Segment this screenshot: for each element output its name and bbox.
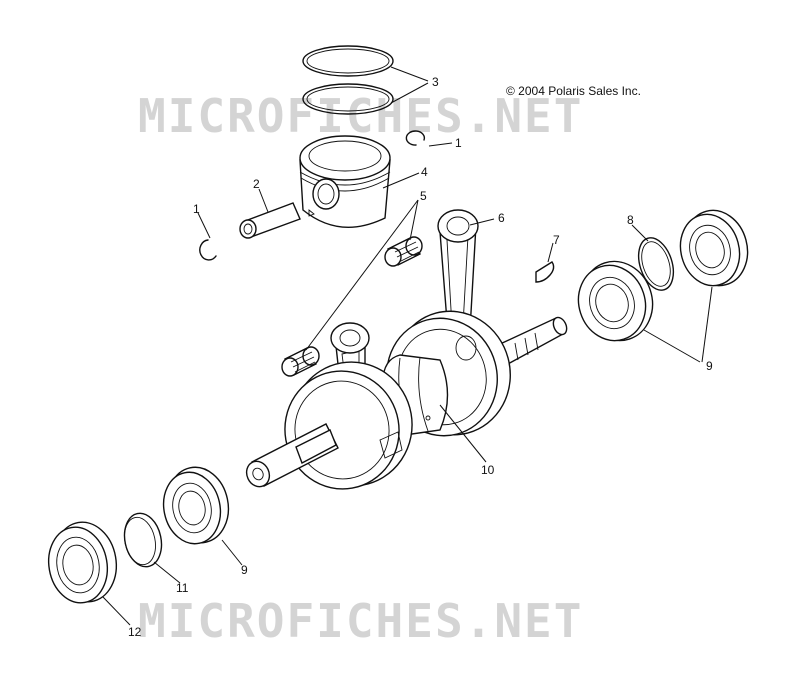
callout-8: 8 [627, 213, 634, 227]
main-bearing-right-inner [577, 260, 654, 342]
circlip-left [199, 239, 217, 261]
circlip-right [405, 130, 426, 146]
callout-2: 2 [253, 177, 260, 191]
piston [299, 135, 391, 228]
callout-9-right: 9 [706, 359, 713, 373]
copyright-notice: © 2004 Polaris Sales Inc. [506, 84, 641, 98]
main-bearing-right-outer [679, 209, 749, 287]
watermark-top: MICROFICHES.NET [138, 89, 583, 143]
spacer-ring-right [637, 237, 675, 291]
needle-bearing-upper [384, 236, 423, 267]
piston-rings [302, 45, 394, 115]
callout-4: 4 [421, 165, 428, 179]
main-bearing-left [162, 466, 230, 545]
piston-pin [239, 202, 301, 239]
callout-1-right: 1 [455, 136, 462, 150]
oil-seal [47, 521, 118, 604]
callout-3: 3 [432, 75, 439, 89]
watermark-bottom: MICROFICHES.NET [138, 594, 583, 648]
callout-5: 5 [420, 189, 427, 203]
callout-10: 10 [481, 463, 495, 477]
callout-labels: 3 1 1 2 4 5 6 7 8 9 10 9 11 12 [128, 75, 713, 639]
crankshaft [245, 310, 568, 490]
callout-1-left: 1 [193, 202, 200, 216]
callout-9-left: 9 [241, 563, 248, 577]
spacer-ring-left [123, 512, 163, 568]
connecting-rod-rear [437, 209, 479, 335]
needle-bearing-lower [281, 346, 320, 377]
callout-11: 11 [176, 581, 189, 595]
woodruff-key [535, 261, 555, 283]
callout-7: 7 [553, 233, 560, 247]
leader-lines [102, 66, 713, 626]
callout-6: 6 [498, 211, 505, 225]
callout-12: 12 [128, 625, 142, 639]
